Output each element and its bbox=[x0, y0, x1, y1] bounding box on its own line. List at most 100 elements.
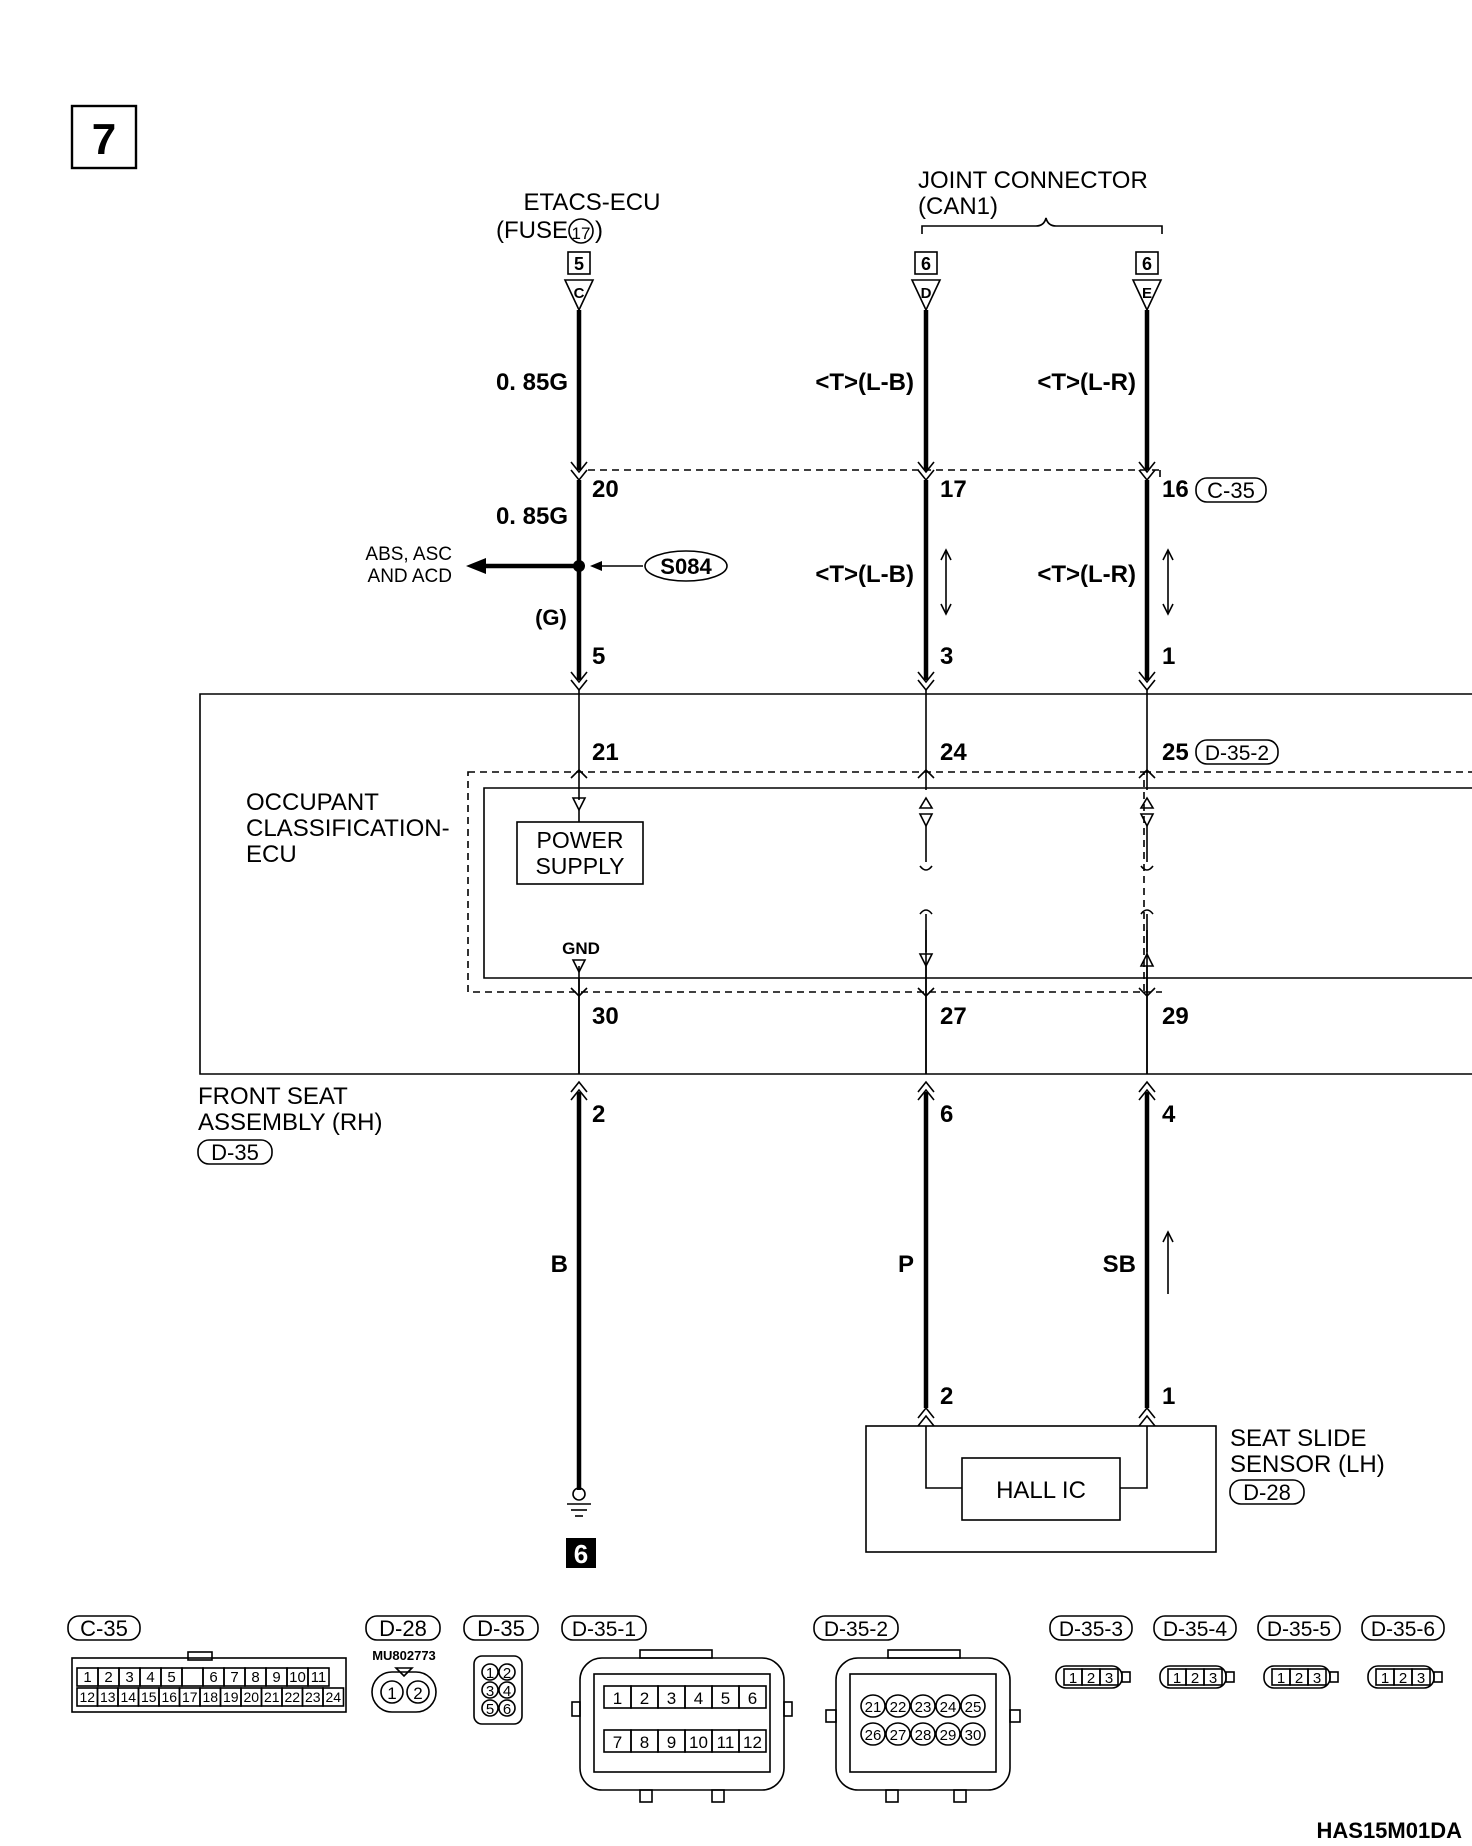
can-high-bidirectional-arrow bbox=[1162, 548, 1174, 616]
d352-pin-circle bbox=[935, 1694, 961, 1718]
fuse-circle bbox=[568, 218, 594, 244]
d351-pin: 5 bbox=[721, 1689, 730, 1708]
d35-pin-3: 3 bbox=[940, 643, 953, 670]
d352-pin-30: 30 bbox=[592, 1003, 619, 1030]
d351-cell bbox=[738, 1729, 767, 1753]
page-number: 7 bbox=[92, 115, 116, 164]
connector-face-d28: D-28 MU802773 1 2 bbox=[365, 1615, 441, 1713]
d352-pin: 28 bbox=[915, 1727, 932, 1744]
wire-color-p: P bbox=[898, 1251, 914, 1278]
fuse-close: ) bbox=[595, 217, 603, 244]
d352-pin: 27 bbox=[890, 1727, 907, 1744]
d356-pin: 1 bbox=[1381, 1670, 1389, 1687]
d354-pin: 2 bbox=[1191, 1670, 1199, 1687]
fuse-number: 17 bbox=[572, 224, 591, 243]
lower-wires: 2 6 4 B P SB 6 bbox=[551, 1080, 1176, 1569]
gnd-label: GND bbox=[562, 939, 600, 958]
c35-pin: 9 bbox=[272, 1669, 280, 1686]
d35-pin-1: 1 bbox=[1162, 643, 1175, 670]
wire-can-low-color-middle: <T>(L-B) bbox=[815, 561, 914, 588]
c35-pin: 20 bbox=[243, 1689, 259, 1705]
ecu-can-high-internal bbox=[1139, 796, 1155, 967]
joint-terminal-d-triangle bbox=[910, 279, 942, 312]
hall-ic-box bbox=[961, 1457, 1121, 1521]
d35-pin: 6 bbox=[503, 1701, 511, 1718]
power-supply-box bbox=[516, 821, 644, 885]
d35-pin-2: 2 bbox=[592, 1101, 605, 1128]
d35-pin-6: 6 bbox=[940, 1101, 953, 1128]
c35-pin: 3 bbox=[125, 1669, 133, 1686]
splice-label: S084 bbox=[660, 554, 712, 579]
joint-terminal-e: E bbox=[1142, 285, 1152, 302]
c35-pin: 22 bbox=[284, 1689, 300, 1705]
svg-text:D-35-1: D-35-1 bbox=[572, 1618, 636, 1641]
d351-pin: 2 bbox=[640, 1689, 649, 1708]
d351-pin: 1 bbox=[613, 1689, 622, 1708]
c35-pin: 6 bbox=[209, 1669, 217, 1686]
wire-power-gauge-upper: 0. 85G bbox=[496, 369, 568, 396]
joint-connector-subtitle: (CAN1) bbox=[918, 193, 998, 220]
d353-pin: 3 bbox=[1105, 1670, 1113, 1687]
c35-pin: 2 bbox=[104, 1669, 112, 1686]
power-supply-line2: SUPPLY bbox=[535, 853, 624, 879]
fuse-label: (FUSE bbox=[496, 217, 568, 244]
wire-can-high-color-upper: <T>(L-R) bbox=[1037, 369, 1136, 396]
svg-text:1: 1 bbox=[387, 1684, 396, 1703]
c35-pin-20: 20 bbox=[592, 476, 619, 503]
d352-pin: 25 bbox=[965, 1699, 982, 1716]
d355-cell bbox=[1307, 1668, 1327, 1686]
c35-pin: 21 bbox=[264, 1689, 280, 1705]
c35-pin: 10 bbox=[289, 1669, 306, 1686]
can-low-bidirectional-arrow bbox=[940, 548, 952, 616]
page-number-box: 7 bbox=[70, 104, 138, 170]
wire-power-color: (G) bbox=[535, 605, 567, 630]
d352-pin: 26 bbox=[865, 1727, 882, 1744]
c35-pin: 8 bbox=[251, 1669, 259, 1686]
joint-connector-title: JOINT CONNECTOR bbox=[918, 167, 1148, 194]
d35-pin: 2 bbox=[503, 1665, 511, 1682]
d352-pin-27: 27 bbox=[940, 1003, 967, 1030]
etacs-terminal-triangle bbox=[563, 279, 595, 312]
etacs-ecu-label: ETACS-ECU bbox=[524, 189, 661, 216]
d35-pin-4: 4 bbox=[1162, 1101, 1176, 1128]
d35-pin: 4 bbox=[503, 1683, 511, 1700]
d352-pin: 22 bbox=[890, 1699, 907, 1716]
d35-connector-label: D-35 bbox=[211, 1140, 259, 1165]
d35-pin-circle bbox=[481, 1681, 499, 1699]
d35-pin: 5 bbox=[486, 1701, 494, 1718]
front-seat-label-line2: ASSEMBLY (RH) bbox=[198, 1109, 383, 1136]
ecu-label-line1: OCCUPANT bbox=[246, 789, 379, 816]
d352-pin-29: 29 bbox=[1162, 1003, 1189, 1030]
d28-connector-tag bbox=[1229, 1479, 1305, 1505]
d356-cell bbox=[1411, 1668, 1431, 1686]
middle-wires: 0. 85G ABS, ASC AND ACD S084 (G) <T>(L-B… bbox=[365, 480, 1175, 692]
d353-cell bbox=[1099, 1668, 1119, 1686]
connector-c35-row: 20 17 16 C-35 bbox=[570, 461, 1267, 503]
joint-box-right bbox=[1135, 251, 1159, 275]
etacs-box bbox=[567, 251, 591, 275]
d355-pin: 2 bbox=[1295, 1670, 1303, 1687]
d351-pin: 6 bbox=[748, 1689, 757, 1708]
d354-pin: 1 bbox=[1173, 1670, 1181, 1687]
joint-bracket bbox=[921, 217, 1163, 234]
branch-label-line2: AND ACD bbox=[368, 566, 452, 587]
d352-pin: 24 bbox=[940, 1699, 957, 1716]
etacs-terminal: C bbox=[574, 285, 585, 302]
svg-text:2: 2 bbox=[413, 1684, 422, 1703]
sb-signal-arrow bbox=[1162, 1230, 1174, 1294]
upper-wires: 0. 85G <T>(L-B) <T>(L-R) bbox=[496, 310, 1150, 470]
front-seat-assembly: 21 24 25 D-35-2 OCCUPANT CLASSIFICATION-… bbox=[197, 690, 1472, 1165]
c35-pin: 13 bbox=[100, 1689, 116, 1705]
sensor-label-line2: SENSOR (LH) bbox=[1230, 1451, 1385, 1478]
wire-can-low-color-upper: <T>(L-B) bbox=[815, 369, 914, 396]
d28-pin-1: 1 bbox=[1162, 1383, 1175, 1410]
c35-pin: 16 bbox=[161, 1689, 177, 1705]
svg-text:D-35: D-35 bbox=[477, 1616, 525, 1641]
d351-pin: 11 bbox=[717, 1733, 735, 1752]
d35-pin-circle bbox=[481, 1663, 499, 1681]
